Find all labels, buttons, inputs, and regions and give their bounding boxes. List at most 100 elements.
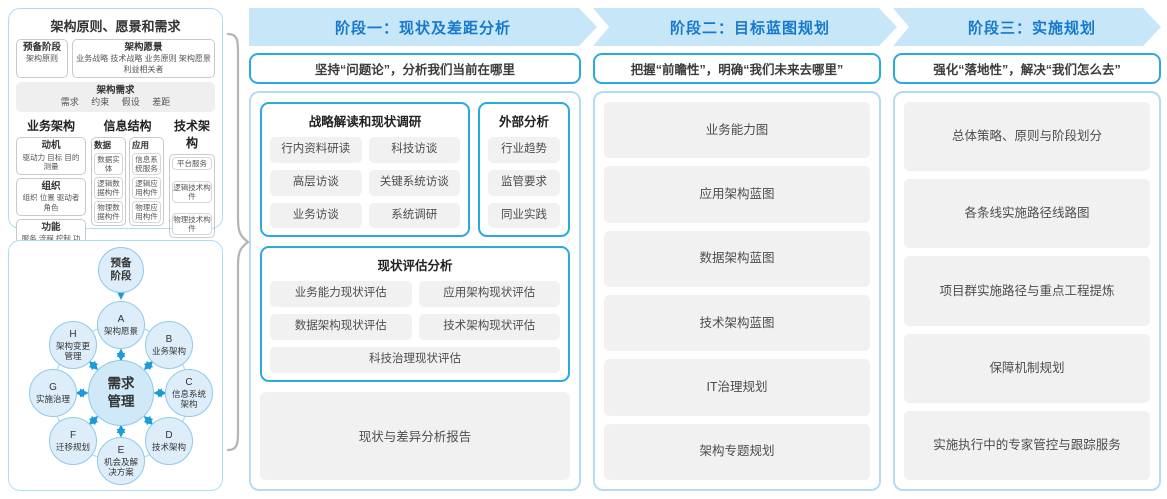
assessment-item: 数据架构现状评估 xyxy=(270,314,412,340)
deliverable-item: 保障机制规划 xyxy=(904,333,1150,403)
architecture-requirements-box: 架构需求 需求 约束 假设 差距 xyxy=(16,82,215,113)
adm-node-label: 机会及解决方案 xyxy=(103,456,138,477)
adm-node-label: 实施治理 xyxy=(35,393,70,404)
business-architecture-column: 业务架构 动机 驱动力 目标 目的 测量 组织 组织 位置 驱动者 角色 功能 … xyxy=(16,117,86,260)
organization-title: 组织 xyxy=(41,181,61,192)
deliverable-item: 业务能力图 xyxy=(604,102,870,159)
adm-node-label: 架构变更管理 xyxy=(55,340,90,361)
phase-3-header: 阶段三：实施规划 xyxy=(893,8,1161,46)
survey-item: 关键系统访谈 xyxy=(368,169,460,196)
framework-columns: 业务架构 动机 驱动力 目标 目的 测量 组织 组织 位置 驱动者 角色 功能 … xyxy=(16,117,215,260)
vision-sub: 业务战略 技术战略 业务原则 架构愿景 利益相关者 xyxy=(76,54,211,74)
adm-node-letter: C xyxy=(185,376,193,388)
function-title: 功能 xyxy=(41,221,61,233)
external-group-title: 外部分析 xyxy=(498,115,549,129)
business-architecture-title: 业务架构 xyxy=(26,119,75,134)
vision-title: 架构愿景 xyxy=(124,42,163,53)
motivation-title: 动机 xyxy=(41,140,61,152)
prep-phase-box: 预备阶段 架构原则 xyxy=(16,39,68,79)
phase-3-content: 总体策略、原则与阶段划分 各条线实施路径线路图 项目群实施路径与重点工程提炼 保… xyxy=(893,91,1161,491)
data-item: 物理数据构件 xyxy=(94,201,123,224)
motivation-box: 动机 驱动力 目标 目的 测量 xyxy=(16,137,86,175)
assessment-group-title: 现状评估分析 xyxy=(377,259,453,274)
phase-2-subtitle: 把握“前瞻性”，明确“我们未来去哪里” xyxy=(593,53,881,84)
adm-preliminary-label: 预备阶段 xyxy=(110,256,132,282)
phase-columns: 阶段一：现状及差距分析 坚持“问题论”，分析我们当前在哪里 战略解读和现状调研 … xyxy=(249,8,1161,491)
application-subcolumn: 应用 信息系统服务 逻辑应用构件 物理应用构件 xyxy=(129,137,164,227)
technology-item: 逻辑技术构件 xyxy=(172,180,212,203)
external-item: 监管要求 xyxy=(488,169,560,196)
adm-node-d: D 技术架构 xyxy=(145,417,193,465)
phase-2-content: 业务能力图 应用架构蓝图 数据架构蓝图 技术架构蓝图 IT治理规划 架构专题规划 xyxy=(593,91,881,491)
adm-cycle-panel: 预备阶段 A 架构愿景 B 业务架构 C 信息系统架构 D 技术架构 E 机会及… xyxy=(8,240,223,491)
deliverable-item: 项目群实施路径与重点工程提炼 xyxy=(904,256,1150,326)
phase-2-column: 阶段二：目标蓝图规划 把握“前瞻性”，明确“我们未来去哪里” 业务能力图 应用架… xyxy=(593,8,881,491)
adm-node-letter: E xyxy=(117,444,125,456)
adm-center-circle: 需求管理 xyxy=(88,360,154,426)
adm-node-label: 业务架构 xyxy=(151,345,186,356)
technology-architecture-column: 技术架构 平台服务 逻辑技术构件 物理技术构件 xyxy=(169,117,215,239)
adm-center-label: 需求管理 xyxy=(107,376,135,409)
adm-node-letter: B xyxy=(165,333,173,345)
prep-phase-title: 预备阶段 xyxy=(22,42,61,53)
deliverable-item: 应用架构蓝图 xyxy=(604,166,870,223)
phase-1-column: 阶段一：现状及差距分析 坚持“问题论”，分析我们当前在哪里 战略解读和现状调研 … xyxy=(249,8,581,491)
adm-node-label: 技术架构 xyxy=(151,441,186,452)
technology-subcolumn: 平台服务 逻辑技术构件 物理技术构件 xyxy=(169,154,215,239)
brace-connector xyxy=(226,32,249,452)
current-assessment-group: 现状评估分析 业务能力现状评估 应用架构现状评估 数据架构现状评估 技术架构现状… xyxy=(260,246,570,382)
assessment-item: 技术架构现状评估 xyxy=(418,314,560,340)
adm-node-g: G 实施治理 xyxy=(29,369,77,417)
framework-title: 架构原则、愿景和需求 xyxy=(50,19,181,34)
deliverable-item: 技术架构蓝图 xyxy=(604,294,870,352)
survey-item: 科技访谈 xyxy=(368,137,460,163)
data-subcolumn: 数据 数据实体 逻辑数据构件 物理数据构件 xyxy=(91,137,126,227)
requirements-sub: 需求 约束 假设 差距 xyxy=(60,97,171,108)
adm-node-letter: D xyxy=(165,429,173,441)
adm-node-e: E 机会及解决方案 xyxy=(97,437,145,485)
organization-box: 组织 组织 位置 驱动者 角色 xyxy=(16,178,86,216)
architecture-vision-box: 架构愿景 业务战略 技术战略 业务原则 架构愿景 利益相关者 xyxy=(72,39,215,79)
architecture-framework-panel: 架构原则、愿景和需求 预备阶段 架构原则 架构愿景 业务战略 技术战略 业务原则… xyxy=(8,8,223,301)
phase-1-subtitle: 坚持“问题论”，分析我们当前在哪里 xyxy=(249,53,581,84)
survey-item: 业务访谈 xyxy=(270,202,362,229)
organization-sub: 组织 位置 驱动者 角色 xyxy=(22,193,80,213)
external-item: 行业趋势 xyxy=(488,137,560,163)
information-structure-title: 信息结构 xyxy=(103,119,152,134)
adm-node-b: B 业务架构 xyxy=(145,321,193,369)
adm-node-letter: A xyxy=(117,313,125,325)
phase-3-subtitle: 强化“落地性”，解决“我们怎么去” xyxy=(893,53,1161,84)
external-analysis-group: 外部分析 行业趋势 监管要求 同业实践 xyxy=(478,102,570,238)
data-item: 逻辑数据构件 xyxy=(94,177,123,200)
application-item: 逻辑应用构件 xyxy=(132,177,161,200)
motivation-sub: 驱动力 目标 目的 测量 xyxy=(22,152,80,172)
requirements-title: 架构需求 xyxy=(96,85,135,97)
survey-item: 系统调研 xyxy=(368,202,460,229)
assessment-item: 科技治理现状评估 xyxy=(270,346,560,373)
deliverable-item: 总体策略、原则与阶段划分 xyxy=(904,102,1150,172)
framework-row-vision: 预备阶段 架构原则 架构愿景 业务战略 技术战略 业务原则 架构愿景 利益相关者 xyxy=(16,39,215,79)
external-item: 同业实践 xyxy=(488,202,560,229)
gap-analysis-report-box: 现状与差异分析报告 xyxy=(260,391,570,480)
adm-node-letter: F xyxy=(69,429,77,441)
deliverable-item: IT治理规划 xyxy=(604,359,870,416)
survey-item: 行内资料研读 xyxy=(270,137,362,163)
data-title: 数据 xyxy=(94,140,112,151)
phase-1-header: 阶段一：现状及差距分析 xyxy=(249,8,597,46)
adm-node-label: 架构愿景 xyxy=(103,325,138,336)
phase-1-content: 战略解读和现状调研 行内资料研读 科技访谈 高层访谈 关键系统访谈 业务访谈 系… xyxy=(249,91,581,491)
deliverable-item: 架构专题规划 xyxy=(604,423,870,480)
adm-node-label: 迁移规划 xyxy=(55,441,90,452)
survey-item: 高层访谈 xyxy=(270,169,362,196)
application-title: 应用 xyxy=(132,140,150,151)
strategy-survey-group: 战略解读和现状调研 行内资料研读 科技访谈 高层访谈 关键系统访谈 业务访谈 系… xyxy=(260,102,470,238)
adm-node-h: H 架构变更管理 xyxy=(49,321,97,369)
adm-node-letter: H xyxy=(69,328,77,340)
left-panel: 架构原则、愿景和需求 预备阶段 架构原则 架构愿景 业务战略 技术战略 业务原则… xyxy=(8,8,223,491)
data-item: 数据实体 xyxy=(94,153,123,176)
adm-node-a: A 架构愿景 xyxy=(97,301,145,349)
technology-item: 物理技术构件 xyxy=(172,213,212,236)
application-item: 物理应用构件 xyxy=(132,201,161,224)
assessment-item: 业务能力现状评估 xyxy=(270,281,412,308)
